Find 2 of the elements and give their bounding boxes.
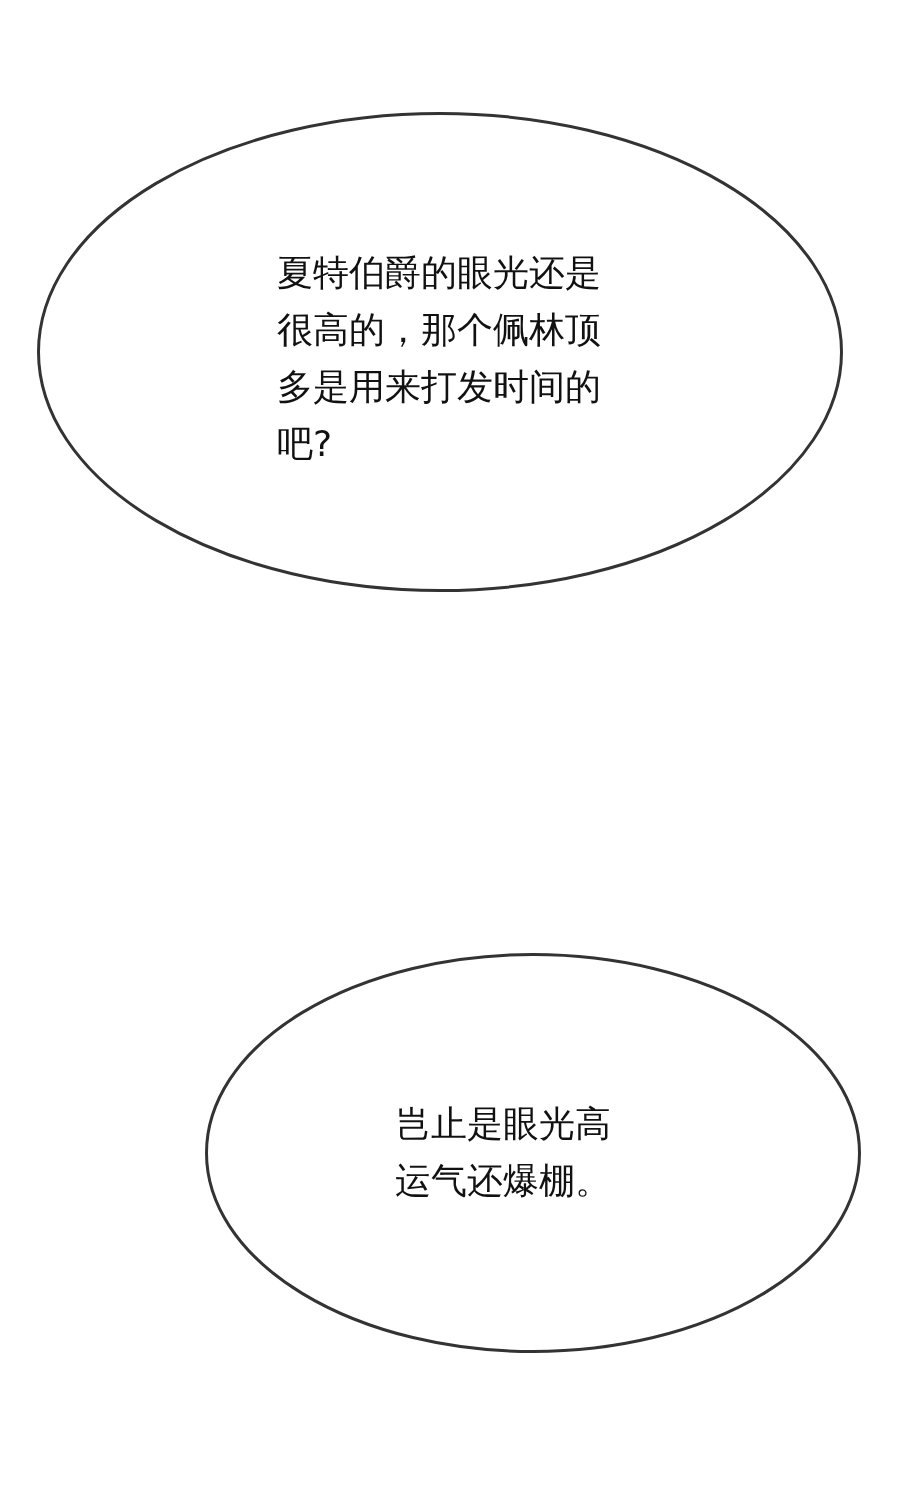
dialogue-text: 岂止是眼光高运气还爆棚。 [395, 1102, 611, 1203]
dialogue-text: 夏特伯爵的眼光还是很高的，那个佩林顶多是用来打发时间的吧? [277, 251, 602, 466]
